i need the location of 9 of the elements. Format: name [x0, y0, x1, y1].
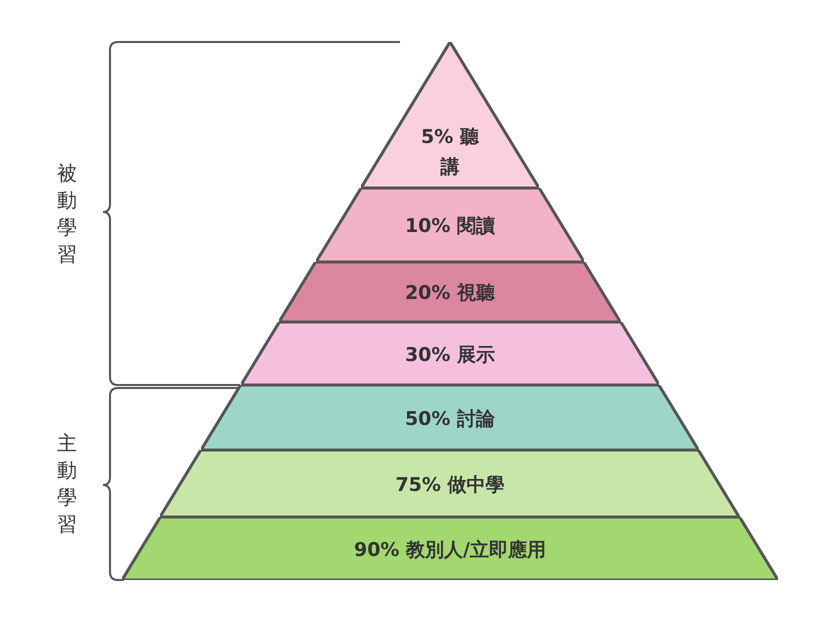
side-label: 主動學習 — [56, 430, 78, 538]
layer-label: 30% 展示 — [404, 342, 496, 368]
layer-label: 5% 聽講 — [420, 125, 480, 180]
layer-label: 75% 做中學 — [394, 472, 506, 498]
layer-label: 90% 教別人/立即應用 — [352, 538, 548, 562]
layer-label: 10% 閱讀 — [404, 214, 496, 239]
side-label: 被動學習 — [56, 160, 78, 268]
layer-label: 20% 視聽 — [404, 281, 496, 306]
layer-label: 50% 討論 — [404, 406, 496, 432]
